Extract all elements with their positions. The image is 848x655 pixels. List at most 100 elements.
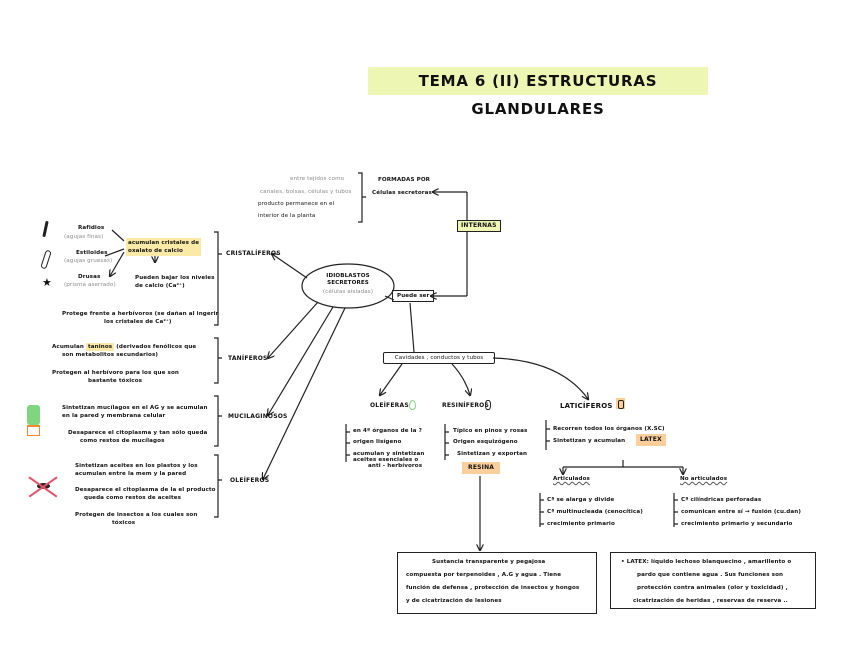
drusas: Drusas xyxy=(78,274,101,280)
oleiferas-item-3: acumulan y sintetizan xyxy=(353,451,425,457)
laticiferos-item-2: Sintetizan y acumulan xyxy=(553,438,626,444)
articulados-item-1: Cª se alarga y divide xyxy=(547,497,615,503)
acumulan-line-1: acumulan cristales de xyxy=(128,240,200,246)
taniferos-label: TANÍFEROS xyxy=(228,355,268,362)
estiloides-sub: (agujas gruesas) xyxy=(64,258,113,264)
idioblastos-title: IDIOBLASTOS xyxy=(326,273,370,279)
acumulan-cristales: acumulan cristales de oxalato de calcio xyxy=(126,238,202,256)
oleiferas-item-1: en 4º órganos de la ? xyxy=(353,428,422,434)
celulas-secretoras: Células secretoras xyxy=(372,190,432,196)
laticiferos-label: LATICÍFEROS xyxy=(560,402,613,410)
derivados-text: (derivados fenólicos que xyxy=(116,344,197,350)
line-oleiferos xyxy=(263,307,346,479)
brace-taniferos xyxy=(214,337,222,384)
pot-icon xyxy=(27,425,40,436)
puede-ser-box: Puede ser xyxy=(392,290,435,302)
drop-icon-black xyxy=(485,400,491,410)
resina-def-line-2: compuesta por terpenoides , A.G y agua .… xyxy=(406,572,562,578)
no-articulados-item-2: comunican entre sí → fusión (cu.dan) xyxy=(681,509,802,515)
laticiferos-item-1: Recorren todos los órganos (X.SC) xyxy=(553,426,665,432)
resina-def-line-4: y de cicatrización de lesiones xyxy=(406,598,502,604)
taninos-highlight: taninos xyxy=(85,343,115,351)
mucilaginosos-line-2: en la pared y membrana celular xyxy=(62,413,166,419)
line-cristaliferos xyxy=(272,254,308,279)
line-laticiferos xyxy=(492,357,588,399)
resina-def-line-1: Sustancia transparente y pegajosa xyxy=(432,559,546,565)
cristaliferos-label: CRISTALÍFEROS xyxy=(226,250,281,257)
taniferos-line-1: Acumulan taninos (derivados fenólicos qu… xyxy=(52,343,196,351)
oleiferos-line-2: acumulan entre la mem y la pared xyxy=(75,471,187,477)
protege-line-1: Protege frente a herbívoros (se dañan al… xyxy=(62,311,219,317)
articulados-item-3: crecimiento primario xyxy=(547,521,615,527)
resina-def-line-3: función de defensa , protección de insec… xyxy=(406,585,580,591)
rafidios: Rafidios xyxy=(78,225,105,231)
cavidades-box: Cavidades , conductos y tubos xyxy=(383,352,495,364)
tree-lines xyxy=(563,460,683,468)
drusas-sub: (prisma aserrado) xyxy=(64,282,116,288)
latex-def-line-4: cicatrización de heridas , reservas de r… xyxy=(633,598,788,604)
estiloides: Estiloides xyxy=(76,250,108,256)
no-articulados-label: No articulados xyxy=(680,476,728,482)
taniferos-line-2: son metabolitos secundarios) xyxy=(62,352,159,358)
resiniferos-label: RESINÍFEROS xyxy=(442,402,489,409)
latex-def-line-1: • LATEX: líquido lechoso blanquecino , a… xyxy=(621,559,792,565)
crossed-oil-icon xyxy=(28,476,58,498)
rafidios-sub: (agujas finas) xyxy=(64,234,104,240)
cactus-icon xyxy=(27,405,40,425)
idioblastos-title-2: SECRETORES xyxy=(327,280,369,286)
articulados-label: Articulados xyxy=(553,476,590,482)
brace-oleiferos xyxy=(214,454,222,518)
oleiferas-label: OLEÍFERAS xyxy=(370,402,409,409)
no-articulados-item-1: Cª cilíndricas perforadas xyxy=(681,497,762,503)
latex-highlight: LATEX xyxy=(636,434,666,446)
latex-def-line-3: protección contra animales (olor y toxic… xyxy=(637,585,788,591)
internas-box: INTERNAS xyxy=(457,220,501,232)
latex-definition-box: • LATEX: líquido lechoso blanquecino , a… xyxy=(610,552,816,609)
brace-cristaliferos xyxy=(214,231,222,326)
top-line-3: producto permanece en el xyxy=(258,201,335,207)
oleiferos-line-1: Sintetizan aceites en los plastos y los xyxy=(75,463,198,469)
idioblastos-sub: (células aisladas) xyxy=(322,289,374,295)
taniferos-line-3: Protegen al herbívoro para los que son xyxy=(52,370,180,376)
oleiferos-line-5: Protegen de insectos a los cuales son xyxy=(75,512,198,518)
oleiferos-line-6: tóxicos xyxy=(112,520,136,526)
acumulan-line-2: oxalato de calcio xyxy=(128,248,183,254)
oleiferas-item-4: aceites esenciales o xyxy=(353,457,419,463)
pueden-line-2: de calcio (Ca²⁺) xyxy=(135,283,185,289)
oleiferos-label: OLEÍFEROS xyxy=(230,477,270,484)
resiniferos-item-3: Sintetizan y exportan xyxy=(457,451,528,457)
resina-highlight: RESINA xyxy=(462,462,501,474)
line-taniferos xyxy=(268,301,319,358)
resiniferos-item-1: Típico en pinos y rosas xyxy=(453,428,528,434)
brace-mucilaginosos xyxy=(214,395,222,447)
mucilaginosos-line-3: Desaparece el citoplasma y tan sólo qued… xyxy=(68,430,208,436)
formadas-por: FORMADAS POR xyxy=(378,177,431,183)
mucilaginosos-line-4: como restos de mucílagos xyxy=(80,438,165,444)
acumulan-text: Acumulan xyxy=(52,344,84,350)
page-title: TEMA 6 (II) ESTRUCTURAS GLANDULARES xyxy=(368,67,708,118)
taniferos-line-4: bastante tóxicos xyxy=(88,378,143,384)
resiniferos-item-2: Origen esquizógeno xyxy=(453,439,518,445)
no-articulados-item-3: crecimiento primario y secundario xyxy=(681,521,793,527)
top-line-2: canales, bolsas, células y tubos xyxy=(260,189,352,195)
drop-icon-green xyxy=(409,400,416,410)
oleiferas-item-2: origen lisígeno xyxy=(353,439,402,445)
top-line-1: entre tejidos como xyxy=(290,176,345,182)
oleiferas-item-5: anti - herbívoros xyxy=(368,463,423,469)
articulados-item-2: Cª multinucleada (cenocítica) xyxy=(547,509,643,515)
bottle-icon xyxy=(616,398,625,409)
latex-def-line-2: pardo que contiene agua . Sus funciones … xyxy=(637,572,784,578)
brace-top xyxy=(358,172,366,223)
oleiferos-line-3: Desaparece el citoplasma de la el produc… xyxy=(75,487,216,493)
line-cavidades xyxy=(409,302,415,353)
protege-line-2: los cristales de Ca²⁺) xyxy=(104,319,172,325)
mucilaginosos-label: MUCILAGINOSOS xyxy=(228,413,288,420)
line-resiniferos xyxy=(451,363,470,395)
top-line-4: interior de la planta xyxy=(258,213,316,219)
star-icon: ★ xyxy=(42,276,52,289)
line-oleiferas xyxy=(380,363,403,395)
pueden-line-1: Pueden bajar los niveles xyxy=(135,275,215,281)
mucilaginosos-line-1: Sintetizan mucílagos en el AG y se acumu… xyxy=(62,405,208,411)
